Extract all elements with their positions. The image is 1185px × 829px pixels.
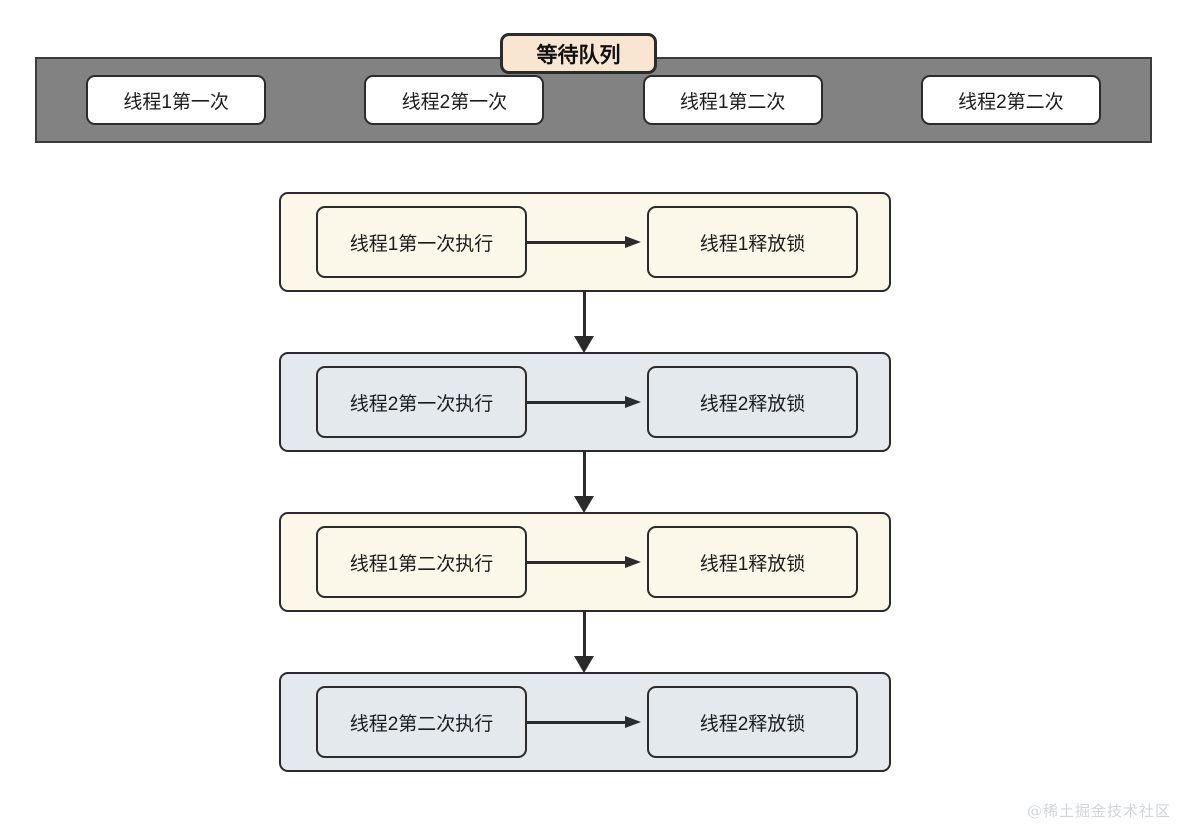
- flow-block-3: 线程1第二次执行 线程1释放锁: [279, 512, 891, 612]
- wait-queue-title-badge: 等待队列: [500, 33, 657, 74]
- arrow-down-icon: [279, 612, 891, 673]
- queue-item[interactable]: 线程2第二次: [920, 75, 1101, 125]
- arrow-down-icon: [279, 452, 891, 513]
- arrow-shaft: [583, 452, 586, 498]
- arrow-head: [625, 716, 641, 728]
- arrow-right-icon: [527, 236, 647, 248]
- execute-node[interactable]: 线程2第二次执行: [316, 686, 527, 758]
- arrow-right-icon: [527, 556, 647, 568]
- queue-item[interactable]: 线程1第一次: [86, 75, 267, 125]
- watermark: @稀土掘金技术社区: [1026, 802, 1171, 820]
- arrow-head: [625, 396, 641, 408]
- execute-node[interactable]: 线程1第一次执行: [316, 206, 527, 278]
- execute-node[interactable]: 线程2第一次执行: [316, 366, 527, 438]
- arrow-shaft: [583, 292, 586, 338]
- arrow-shaft: [527, 400, 627, 404]
- release-lock-node[interactable]: 线程1释放锁: [647, 526, 858, 598]
- queue-item[interactable]: 线程2第一次: [364, 75, 545, 125]
- queue-item[interactable]: 线程1第二次: [642, 75, 823, 125]
- arrow-right-icon: [527, 716, 647, 728]
- arrow-head: [574, 496, 594, 513]
- arrow-head: [574, 656, 594, 673]
- execute-node[interactable]: 线程1第二次执行: [316, 526, 527, 598]
- flow-block-2: 线程2第一次执行 线程2释放锁: [279, 352, 891, 452]
- flow-block-1: 线程1第一次执行 线程1释放锁: [279, 192, 891, 292]
- arrow-shaft: [527, 720, 627, 724]
- arrow-shaft: [583, 612, 586, 658]
- arrow-down-icon: [279, 292, 891, 353]
- flow-block-4: 线程2第二次执行 线程2释放锁: [279, 672, 891, 772]
- arrow-head: [625, 236, 641, 248]
- release-lock-node[interactable]: 线程2释放锁: [647, 686, 858, 758]
- execution-flow: 线程1第一次执行 线程1释放锁 线程2第一次执行 线程2释放锁 线程1第二次执行…: [279, 192, 891, 772]
- arrow-head: [574, 336, 594, 353]
- arrow-shaft: [527, 560, 627, 564]
- arrow-right-icon: [527, 396, 647, 408]
- release-lock-node[interactable]: 线程2释放锁: [647, 366, 858, 438]
- arrow-head: [625, 556, 641, 568]
- wait-queue-section: 线程1第一次 线程2第一次 线程1第二次 线程2第二次 等待队列: [35, 33, 1152, 143]
- arrow-shaft: [527, 240, 627, 244]
- release-lock-node[interactable]: 线程1释放锁: [647, 206, 858, 278]
